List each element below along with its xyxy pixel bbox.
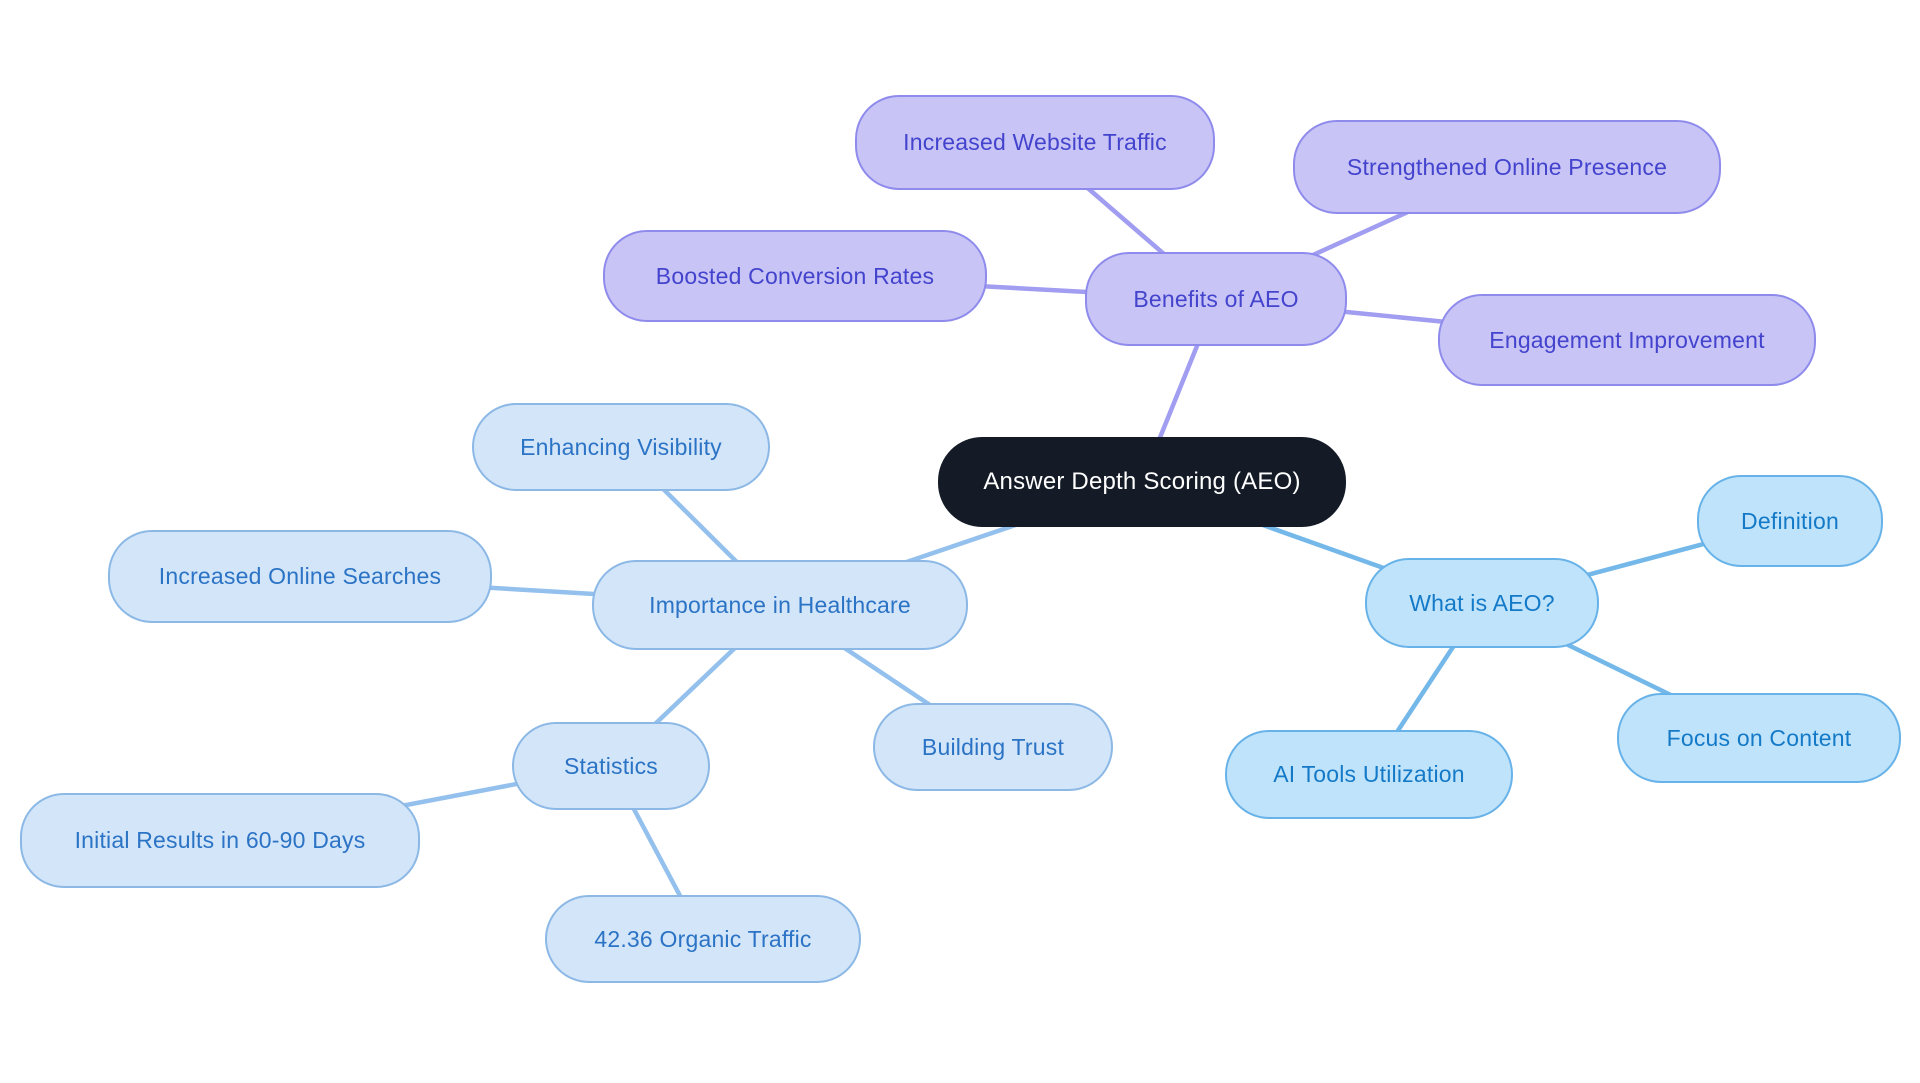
node-label-def: Definition [1741,507,1839,534]
node-iwt[interactable]: Increased Website Traffic [855,95,1215,190]
node-label-ir: Initial Results in 60-90 Days [74,827,366,853]
node-label-wia: What is AEO? [1409,589,1555,616]
node-root[interactable]: Answer Depth Scoring (AEO) [938,437,1346,527]
node-label-iwt: Increased Website Traffic [903,129,1167,155]
node-ih[interactable]: Importance in Healthcare [592,560,968,650]
node-label-stats: Statistics [563,752,659,779]
node-ir[interactable]: Initial Results in 60-90 Days [20,793,420,888]
node-label-ait: AI Tools Utilization [1273,761,1465,787]
node-bt[interactable]: Building Trust [873,703,1113,791]
node-ait[interactable]: AI Tools Utilization [1225,730,1513,819]
node-ev[interactable]: Enhancing Visibility [472,403,770,491]
node-label-ot: 42.36 Organic Traffic [594,925,812,952]
node-label-bcr: Boosted Conversion Rates [655,262,935,289]
node-ot[interactable]: 42.36 Organic Traffic [545,895,861,983]
node-stats[interactable]: Statistics [512,722,710,810]
node-label-benefits: Benefits of AEO [1133,285,1299,312]
node-bcr[interactable]: Boosted Conversion Rates [603,230,987,322]
node-label-sop: Strengthened Online Presence [1346,153,1668,180]
node-wia[interactable]: What is AEO? [1365,558,1599,648]
node-label-root: Answer Depth Scoring (AEO) [983,468,1301,495]
node-label-foc: Focus on Content [1666,724,1852,751]
node-label-ih: Importance in Healthcare [649,591,911,618]
node-foc[interactable]: Focus on Content [1617,693,1901,783]
node-label-ev: Enhancing Visibility [520,433,722,460]
node-label-bt: Building Trust [921,733,1065,760]
node-sop[interactable]: Strengthened Online Presence [1293,120,1721,214]
node-label-ei: Engagement Improvement [1489,326,1765,353]
node-label-ios: Increased Online Searches [158,563,442,589]
node-def[interactable]: Definition [1697,475,1883,567]
node-ios[interactable]: Increased Online Searches [108,530,492,623]
node-benefits[interactable]: Benefits of AEO [1085,252,1347,346]
node-ei[interactable]: Engagement Improvement [1438,294,1816,386]
